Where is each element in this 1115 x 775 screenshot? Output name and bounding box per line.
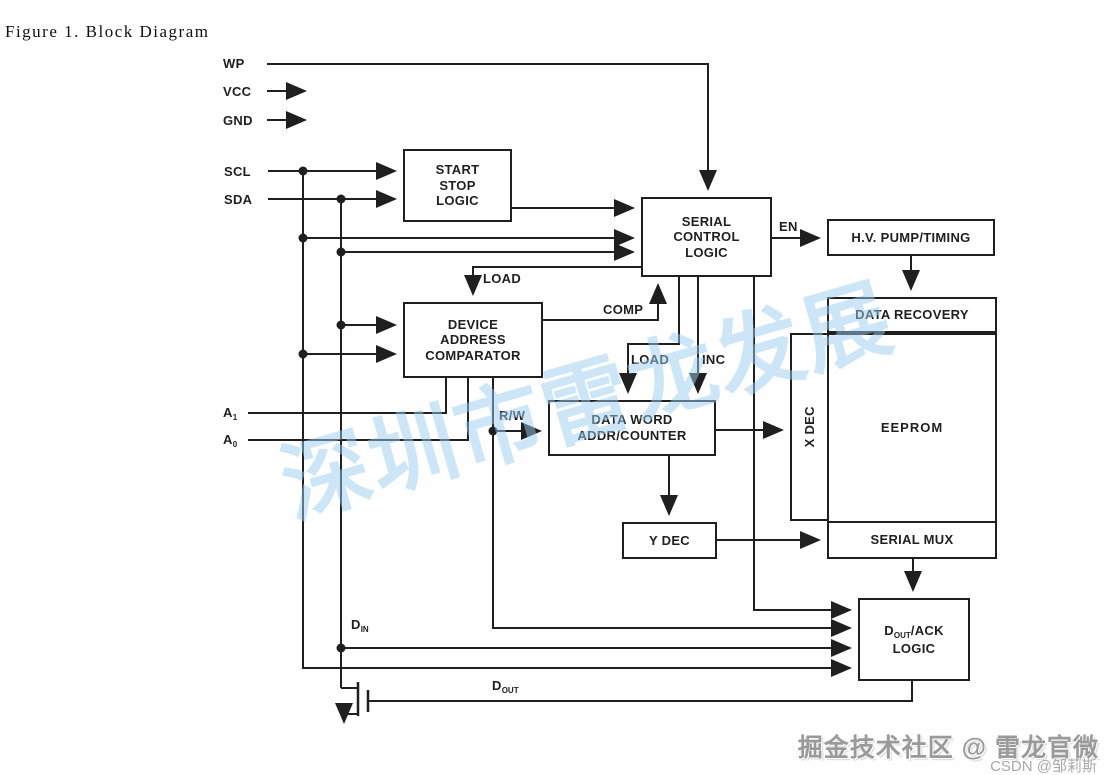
pin-wp: WP [223,56,245,71]
signal-load-comparator: LOAD [483,271,522,286]
signal-rw: R/W [499,408,526,423]
a0-sub: 0 [232,440,238,449]
pin-din: DIN [351,617,369,634]
mosfet-transistor-icon [335,682,370,724]
dout-sub: OUT [501,686,519,695]
rw-trunk [492,378,852,637]
din-text: D [351,617,361,632]
serial-to-doutack-line [753,277,852,619]
a1-line [248,378,447,414]
wp-line [267,63,717,191]
signal-en: EN [779,219,798,234]
dout-text: D [492,678,502,693]
signal-load-counter: LOAD [631,352,670,367]
pin-gnd: GND [223,113,253,128]
a1-sub: 1 [232,413,238,422]
block-device-address-comparator: DEVICE ADDRESS COMPARATOR [403,302,543,378]
dout-ack-label: DOUT/ACK LOGIC [884,623,944,656]
dout-ack-d: D [884,622,894,638]
pin-a0: A0 [223,432,237,449]
signal-inc: INC [702,352,726,367]
a0-line [248,378,469,441]
load-comparator-line [464,266,641,296]
a0-text: A [223,432,233,447]
signal-comp: COMP [603,302,644,317]
block-y-dec: Y DEC [622,522,717,559]
pin-a1: A1 [223,405,237,422]
pin-sda: SDA [224,192,253,207]
dout-ack-line2: LOGIC [892,640,936,656]
scl-trunk [302,171,852,677]
block-hv-pump-timing: H.V. PUMP/TIMING [827,219,995,256]
a1-text: A [223,405,233,420]
dout-ack-suffix: /ACK [910,622,944,638]
din-sub: IN [360,625,369,634]
figure-title: Figure 1. Block Diagram [5,22,210,41]
pin-scl: SCL [224,164,251,179]
ground-arrow-icon [335,703,358,724]
block-serial-mux: SERIAL MUX [827,521,997,559]
pin-dout: DOUT [492,678,519,695]
block-dout-ack-logic: DOUT/ACK LOGIC [858,598,970,681]
pin-vcc: VCC [223,84,252,99]
block-start-stop-logic: START STOP LOGIC [403,149,512,222]
block-data-word-addr-counter: DATA WORD ADDR/COUNTER [548,400,716,456]
block-eeprom: EEPROM [827,333,997,523]
junction-dots [298,166,498,653]
block-x-dec: X DEC [790,333,829,521]
dout-line [368,681,913,702]
x-dec-label: X DEC [801,406,817,448]
block-data-recovery: DATA RECOVERY [827,297,997,333]
dout-ack-sub: OUT [893,630,911,640]
block-serial-control-logic: SERIAL CONTROL LOGIC [641,197,772,277]
comp-line [543,283,667,321]
load-counter-line [619,277,680,394]
